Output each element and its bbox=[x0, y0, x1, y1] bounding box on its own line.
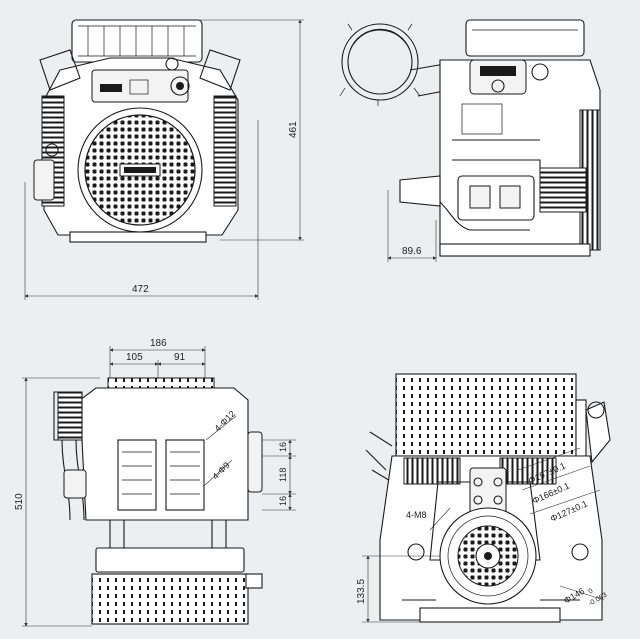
front-height-dim: 461 bbox=[288, 121, 299, 138]
side-view: 89.6 bbox=[339, 19, 601, 262]
bottom-pitch-bot: 16 bbox=[278, 496, 288, 506]
bottom-view: 186 105 91 510 4-Φ12 4-Φ9 bbox=[14, 338, 296, 627]
bottom-pitch-mid: 118 bbox=[278, 468, 288, 482]
front-view: 472 461 bbox=[24, 19, 304, 300]
bottom-total-dim: 186 bbox=[150, 338, 167, 349]
rear-shaft-tol-top: 0 bbox=[588, 588, 595, 596]
rear-holes-dim: 4-M8 bbox=[406, 510, 427, 520]
front-width-dim: 472 bbox=[132, 284, 149, 295]
side-offset-dim: 89.6 bbox=[402, 246, 422, 257]
bottom-left-dim: 105 bbox=[126, 352, 143, 363]
rear-view: 4-M8 Φ197±0.1 Φ166±0.1 Φ127±0.1 Φ146 0 -… bbox=[356, 373, 611, 623]
bottom-right-dim: 91 bbox=[174, 352, 186, 363]
rear-height-dim: 133.5 bbox=[356, 579, 367, 604]
bottom-pitch-top: 16 bbox=[278, 442, 288, 452]
bottom-height-dim: 510 bbox=[14, 493, 25, 510]
